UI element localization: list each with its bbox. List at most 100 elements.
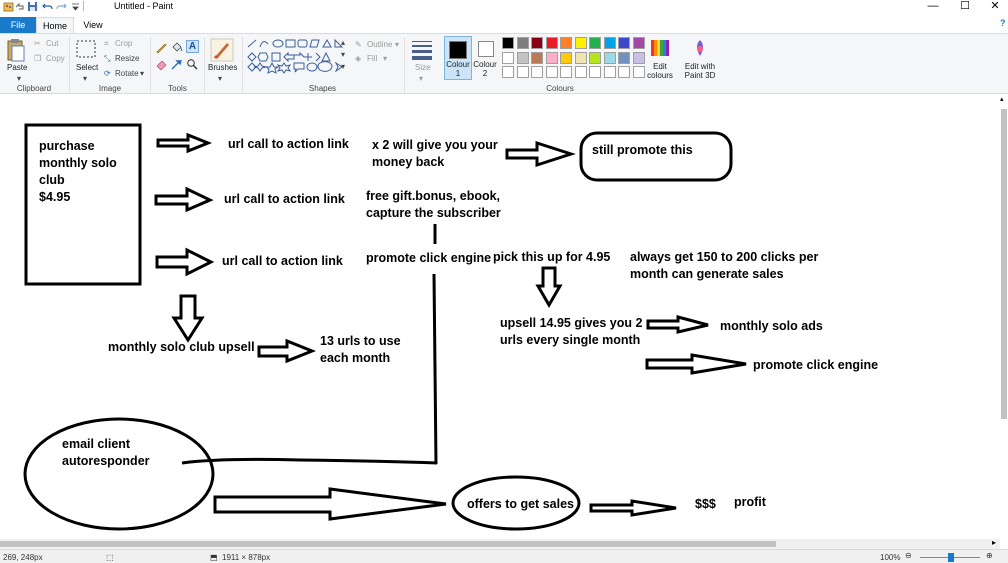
palette-swatch[interactable]	[618, 51, 630, 64]
rotate-dropdown-icon[interactable]: ▾	[140, 69, 145, 78]
select-button[interactable]: Select	[76, 63, 99, 72]
custom-colour-slot[interactable]	[603, 66, 616, 78]
tab-home[interactable]: Home	[36, 17, 74, 33]
colour-1-selector[interactable]	[444, 36, 472, 80]
cut-button[interactable]: Cut	[46, 39, 59, 48]
tab-file[interactable]: File	[0, 17, 36, 33]
edit-colours-button[interactable]: Edit colours	[647, 62, 673, 80]
fill-icon[interactable]	[170, 41, 183, 54]
shapes-scroll-down-icon[interactable]: ▾	[341, 50, 346, 59]
always-get-line: always get 150 to 200 clicks per	[630, 250, 819, 264]
email-connector	[181, 457, 438, 465]
palette-swatch[interactable]	[574, 37, 587, 49]
ribbon-separator	[69, 37, 70, 92]
text-tool-icon[interactable]: A	[186, 40, 199, 53]
close-button[interactable]: ✕	[990, 0, 1000, 12]
edit-colours-icon[interactable]	[650, 38, 670, 58]
shapes-gallery[interactable]	[246, 38, 348, 78]
undo-quick-icon[interactable]	[14, 1, 25, 12]
palette-swatch[interactable]	[589, 51, 601, 64]
select-dropdown-icon[interactable]: ▾	[83, 74, 88, 83]
colour-picker-icon[interactable]	[170, 58, 183, 71]
crop-button[interactable]: Crop	[115, 39, 133, 48]
palette-swatch[interactable]	[560, 51, 572, 64]
purchase-box	[24, 123, 142, 286]
scroll-up-arrow-icon[interactable]: ▴	[1000, 96, 1004, 103]
select-icon[interactable]	[76, 40, 96, 58]
outline-button[interactable]: Outline	[367, 40, 393, 49]
palette-swatch[interactable]	[545, 51, 558, 64]
custom-colour-slot[interactable]	[618, 66, 630, 78]
resize-button[interactable]: Resize	[115, 54, 140, 63]
palette-swatch[interactable]	[531, 51, 543, 64]
help-icon[interactable]: ?	[1000, 18, 1006, 28]
paste-button[interactable]: Paste	[7, 63, 28, 72]
palette-swatch[interactable]	[632, 51, 645, 64]
paste-dropdown-icon[interactable]: ▾	[17, 74, 22, 83]
palette-swatch[interactable]	[589, 37, 601, 49]
palette-swatch[interactable]	[603, 51, 616, 64]
outline-dropdown-icon[interactable]: ▾	[395, 40, 400, 49]
tab-view[interactable]: View	[83, 20, 103, 30]
custom-colour-slot[interactable]	[589, 66, 601, 78]
vertical-scroll-thumb[interactable]	[1001, 109, 1007, 419]
custom-colour-slot[interactable]	[545, 66, 558, 78]
pencil-icon[interactable]	[155, 41, 168, 54]
custom-colour-slot[interactable]	[516, 66, 529, 78]
zoom-in-icon[interactable]: ⊕	[986, 551, 993, 560]
brushes-button[interactable]: Brushes	[208, 63, 238, 72]
palette-swatch[interactable]	[574, 51, 587, 64]
drawing-canvas[interactable]: purchase monthly solo club $4.95 url cal…	[0, 95, 1008, 550]
palette-swatch[interactable]	[545, 37, 558, 49]
size-dropdown-icon[interactable]: ▾	[419, 74, 424, 83]
save-icon[interactable]	[27, 1, 38, 12]
maximize-button[interactable]: ☐	[960, 0, 970, 12]
eraser-icon[interactable]	[155, 58, 168, 71]
vertical-scrollbar[interactable]: ▴	[1000, 95, 1008, 550]
ribbon-separator	[150, 37, 151, 92]
fill-button[interactable]: Fill	[367, 54, 378, 63]
purchase-text: purchase monthly solo club $4.95	[39, 138, 117, 206]
palette-swatch[interactable]	[502, 51, 514, 64]
colour-2-swatch[interactable]	[478, 41, 494, 57]
ribbon: Paste ▾ ✂ Cut ❐ Copy Clipboard Select ▾ …	[0, 33, 1008, 94]
palette-swatch[interactable]	[531, 37, 543, 49]
palette-swatch[interactable]	[502, 37, 514, 49]
magnifier-icon[interactable]	[186, 58, 199, 71]
copy-button[interactable]: Copy	[46, 54, 65, 63]
palette-swatch[interactable]	[632, 37, 645, 49]
zoom-slider-thumb[interactable]	[948, 553, 954, 562]
palette-swatch[interactable]	[516, 51, 529, 64]
custom-colour-slot[interactable]	[531, 66, 543, 78]
brushes-dropdown-icon[interactable]: ▾	[218, 74, 223, 83]
paste-icon[interactable]	[6, 38, 26, 64]
cursor-position: 269, 248px	[3, 553, 43, 562]
size-icon[interactable]	[411, 39, 433, 61]
horizontal-scroll-thumb[interactable]	[0, 541, 776, 547]
minimize-button[interactable]: —	[927, 0, 939, 12]
brushes-icon[interactable]	[210, 38, 234, 62]
palette-swatch[interactable]	[618, 37, 630, 49]
zoom-out-icon[interactable]: ⊖	[905, 551, 912, 560]
zoom-level: 100%	[880, 553, 901, 562]
palette-swatch[interactable]	[560, 37, 572, 49]
size-button[interactable]: Size	[415, 63, 431, 72]
edit-with-paint3d-button[interactable]: Edit with Paint 3D	[684, 62, 716, 80]
custom-colour-slot[interactable]	[574, 66, 587, 78]
custom-colour-slot[interactable]	[502, 66, 514, 78]
scroll-right-arrow-icon[interactable]: ▸	[992, 538, 997, 547]
horizontal-scrollbar[interactable]: ▸	[0, 538, 1000, 549]
undo-icon[interactable]	[42, 1, 53, 12]
custom-colour-slot[interactable]	[632, 66, 645, 78]
customize-quick-access-icon[interactable]	[70, 1, 81, 12]
custom-colour-slot[interactable]	[560, 66, 572, 78]
rotate-button[interactable]: Rotate	[115, 69, 139, 78]
shapes-scroll-up-icon[interactable]: ▴	[341, 38, 346, 47]
redo-icon[interactable]	[56, 1, 67, 12]
fill-dropdown-icon[interactable]: ▾	[383, 54, 388, 63]
ribbon-separator	[242, 37, 243, 92]
palette-swatch[interactable]	[603, 37, 616, 49]
palette-swatch[interactable]	[516, 37, 529, 49]
shapes-expand-icon[interactable]: ▾	[341, 62, 346, 71]
paint3d-icon[interactable]	[690, 38, 710, 58]
